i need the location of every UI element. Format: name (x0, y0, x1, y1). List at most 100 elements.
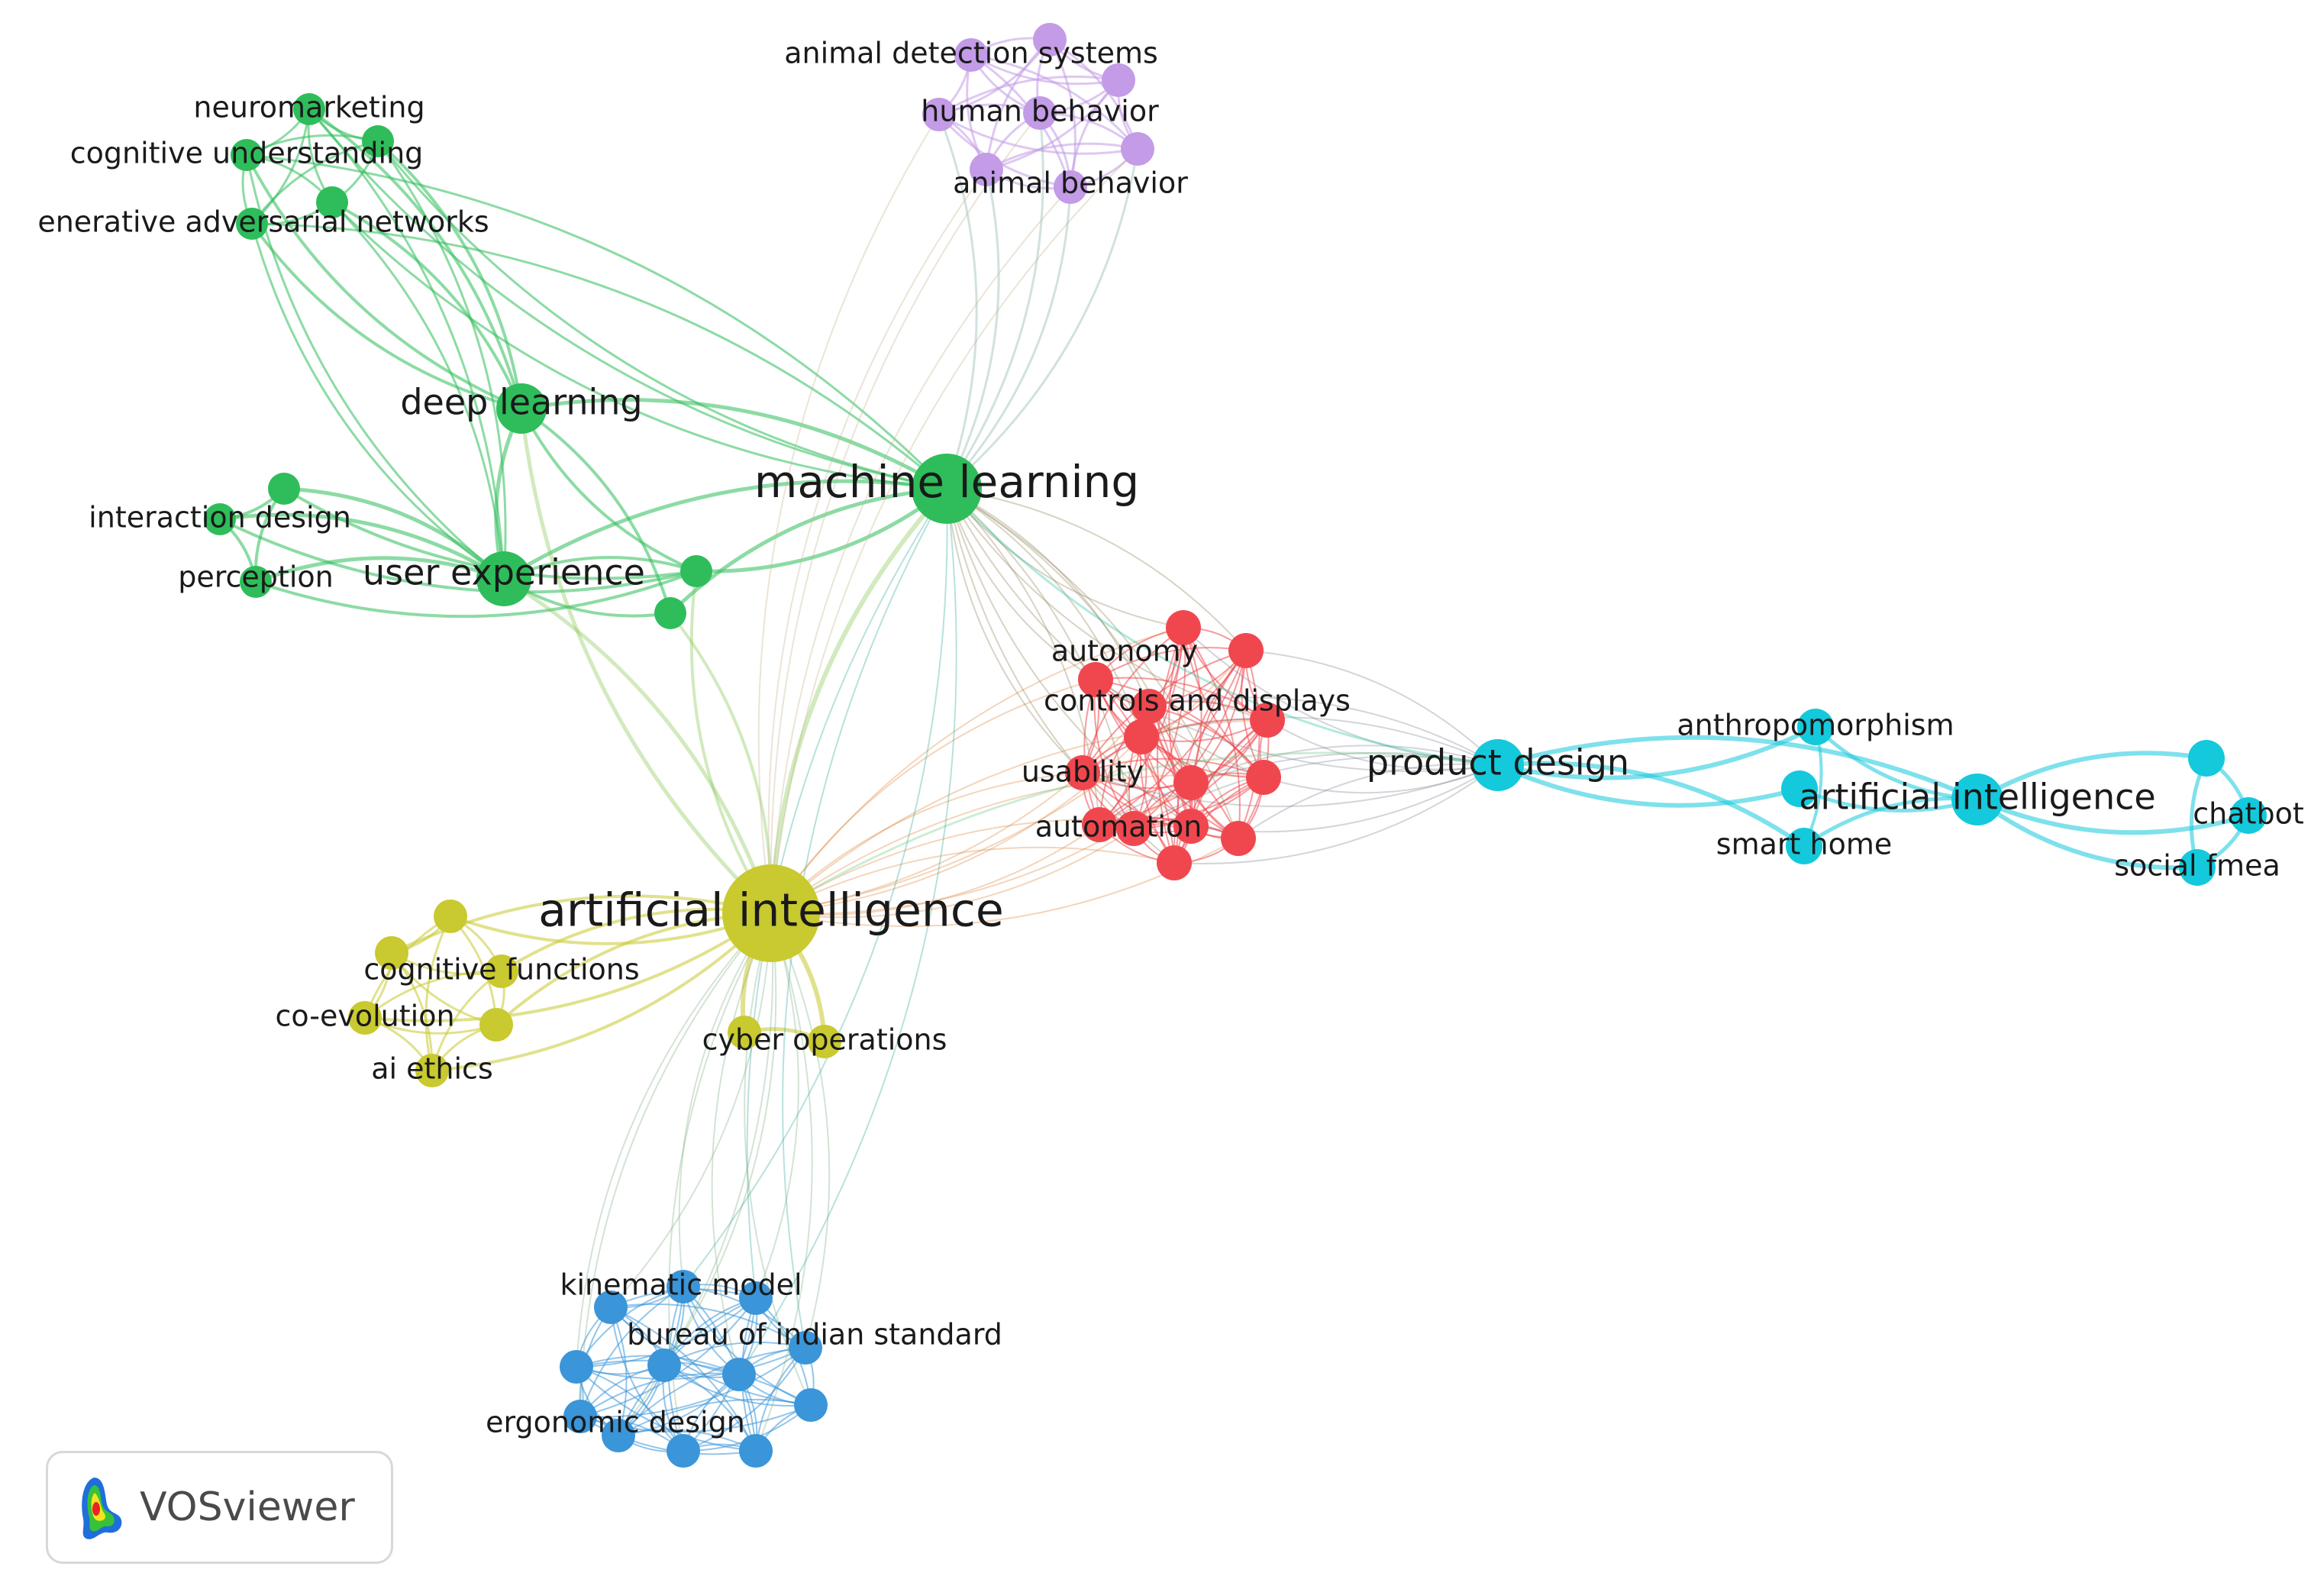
network-edge (308, 108, 523, 409)
network-node-red[interactable] (1166, 610, 1201, 645)
network-edge (938, 114, 978, 489)
vosviewer-brand-label: VOSviewer (140, 1484, 355, 1530)
network-node-cyan[interactable] (1786, 828, 1822, 864)
network-edge (1190, 745, 1499, 783)
node-label-autonomy: autonomy (1051, 635, 1198, 668)
network-node-green[interactable] (293, 93, 325, 125)
network-node-blue[interactable] (789, 1331, 822, 1365)
network-node-green[interactable] (204, 503, 236, 535)
network-node-purple[interactable] (1102, 63, 1135, 97)
network-node-yellow[interactable] (485, 955, 518, 988)
network-node-blue[interactable] (739, 1281, 773, 1315)
network-edge (1183, 627, 1241, 839)
network-edge (945, 169, 1000, 489)
network-node-green[interactable] (240, 566, 272, 598)
network-node-purple[interactable] (1121, 132, 1154, 166)
network-node-green[interactable] (268, 473, 300, 505)
network-node-red[interactable] (1082, 807, 1117, 842)
network-node-blue[interactable] (560, 1350, 593, 1384)
node-label-deep-learning: deep learning (400, 382, 642, 423)
network-node-cyan[interactable] (1472, 739, 1524, 791)
network-node-yellow[interactable] (722, 864, 820, 962)
network-edge (1082, 764, 1499, 808)
network-node-purple[interactable] (970, 153, 1003, 186)
network-edge (1497, 725, 1817, 780)
network-node-green[interactable] (496, 383, 547, 434)
network-node-blue[interactable] (739, 1434, 773, 1468)
network-edge (1496, 763, 1800, 808)
network-node-blue[interactable] (594, 1290, 628, 1324)
network-node-yellow[interactable] (728, 1016, 761, 1049)
network-node-yellow[interactable] (479, 1008, 513, 1042)
node-label-smart-home: smart home (1716, 828, 1892, 861)
network-edge (946, 488, 1264, 778)
network-node-red[interactable] (1157, 845, 1192, 880)
network-edge (683, 1347, 806, 1452)
network-node-red[interactable] (1116, 811, 1151, 846)
network-node-purple[interactable] (1033, 23, 1067, 57)
network-edge (1267, 719, 1499, 770)
network-node-blue[interactable] (602, 1419, 635, 1452)
network-node-cyan[interactable] (1781, 770, 1818, 807)
network-edge (250, 222, 522, 410)
network-edge (610, 1307, 757, 1452)
network-node-cyan[interactable] (1797, 709, 1834, 745)
network-node-green[interactable] (316, 186, 348, 218)
network-edge (1183, 627, 1499, 766)
network-node-yellow[interactable] (348, 1001, 382, 1035)
network-node-green[interactable] (362, 125, 394, 157)
network-node-yellow[interactable] (375, 936, 408, 970)
network-node-red[interactable] (1228, 633, 1264, 668)
network-node-green[interactable] (654, 597, 686, 629)
network-node-blue[interactable] (794, 1388, 828, 1422)
network-edge (946, 488, 1268, 721)
network-edge (770, 706, 1150, 914)
network-node-red[interactable] (1065, 755, 1100, 790)
network-node-cyan[interactable] (1951, 774, 2003, 825)
network-node-red[interactable] (1124, 719, 1159, 754)
network-node-blue[interactable] (722, 1358, 756, 1391)
node-label-artificial-intelligence-main: artificial intelligence (538, 884, 1004, 938)
network-node-purple[interactable] (1054, 170, 1087, 204)
network-edge (770, 679, 1096, 914)
network-edge (767, 169, 987, 914)
network-node-green[interactable] (476, 551, 531, 606)
network-node-cyan[interactable] (2230, 797, 2267, 834)
network-node-red[interactable] (1131, 689, 1167, 724)
network-node-cyan[interactable] (2188, 740, 2225, 777)
network-node-red[interactable] (1221, 821, 1256, 856)
network-node-purple[interactable] (1023, 96, 1057, 130)
network-node-green[interactable] (680, 555, 712, 587)
network-node-yellow[interactable] (808, 1025, 841, 1058)
network-node-green[interactable] (236, 208, 268, 240)
network-node-red[interactable] (1246, 760, 1281, 795)
network-node-purple[interactable] (954, 38, 988, 72)
network-node-purple[interactable] (922, 98, 956, 131)
network-node-red[interactable] (1173, 809, 1209, 844)
network-node-green[interactable] (231, 139, 263, 171)
network-node-blue[interactable] (647, 1349, 681, 1382)
network-node-yellow[interactable] (415, 1054, 449, 1087)
node-label-chatbot: chatbot (2193, 797, 2303, 831)
network-node-blue[interactable] (667, 1270, 700, 1303)
network-node-yellow[interactable] (434, 900, 467, 933)
network-node-red[interactable] (1078, 662, 1113, 697)
network-edge (246, 134, 379, 157)
node-label-co-evolution: co-evolution (275, 1000, 454, 1033)
network-edge (576, 1366, 757, 1452)
network-node-green[interactable] (912, 454, 982, 524)
network-edge (1099, 650, 1247, 825)
network-edge (576, 1359, 812, 1406)
node-label-animal-behavior: animal behavior (953, 166, 1188, 200)
network-edge (770, 846, 1175, 914)
network-node-red[interactable] (1173, 765, 1209, 800)
network-node-blue[interactable] (667, 1434, 700, 1468)
network-node-red[interactable] (1250, 703, 1285, 738)
network-node-blue[interactable] (563, 1400, 597, 1433)
network-node-cyan[interactable] (2179, 849, 2216, 886)
network-edge (255, 556, 505, 584)
node-label-ai-ethics: ai ethics (371, 1052, 493, 1086)
network-edge (945, 186, 1072, 490)
node-label-cognitive-functions: cognitive functions (363, 953, 639, 987)
network-edge (738, 488, 957, 1375)
